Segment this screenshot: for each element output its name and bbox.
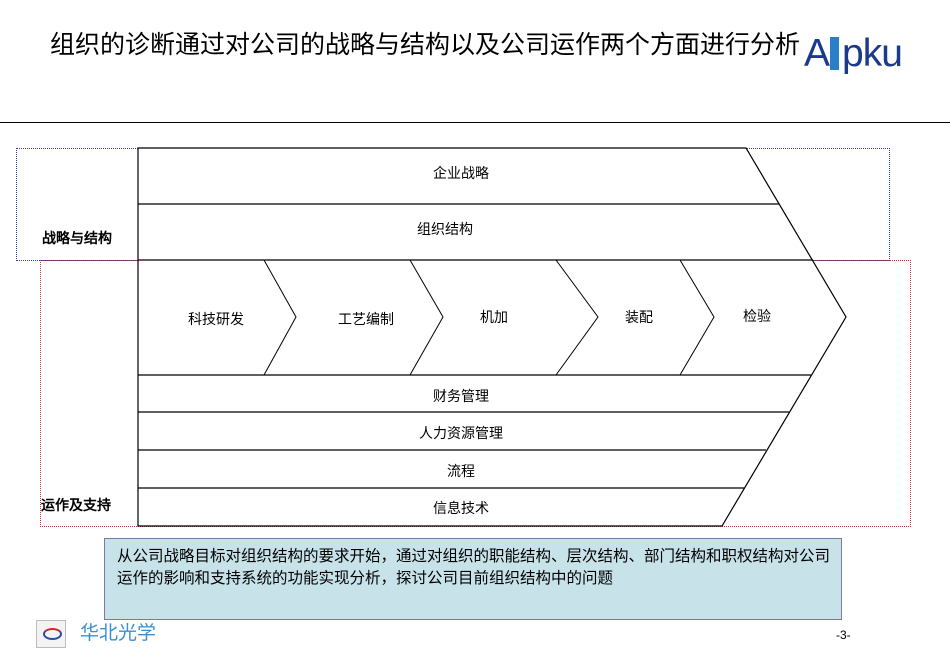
row-human-resources: 人力资源管理 [419, 426, 503, 442]
chain-inspection: 检验 [743, 309, 771, 325]
row-finance: 财务管理 [433, 389, 489, 405]
strategy-structure-label: 战略与结构 [42, 231, 112, 247]
diagram-outer-arrow [137, 147, 847, 527]
chain-assembly: 装配 [625, 310, 653, 326]
title-divider [0, 122, 950, 123]
row-organization-structure: 组织结构 [417, 222, 473, 238]
row-it: 信息技术 [433, 501, 489, 517]
logo-text-left: A [804, 32, 830, 75]
analysis-note: 从公司战略目标对组织结构的要求开始，通过对组织的职能结构、层次结构、部门结构和职… [104, 538, 842, 620]
chevron-1 [263, 259, 297, 376]
slide-title: 组织的诊断通过对公司的战略与结构以及公司运作两个方面进行分析 [49, 30, 800, 59]
logo-text-right: pku [842, 32, 903, 75]
chain-machining: 机加 [480, 310, 508, 326]
chevron-3 [555, 259, 599, 376]
page-number: -3- [836, 628, 851, 642]
chevron-4 [679, 259, 715, 376]
company-name: 华北光学 [80, 622, 157, 644]
chevron-2 [409, 259, 444, 376]
row-process: 流程 [447, 464, 475, 480]
row-corporate-strategy: 企业战略 [433, 166, 489, 182]
chain-rd: 科技研发 [188, 312, 244, 328]
operations-support-label: 运作及支持 [41, 498, 111, 514]
logo-bar-icon [830, 37, 840, 70]
company-emblem-icon [36, 620, 66, 648]
chain-process-planning: 工艺编制 [338, 312, 394, 328]
